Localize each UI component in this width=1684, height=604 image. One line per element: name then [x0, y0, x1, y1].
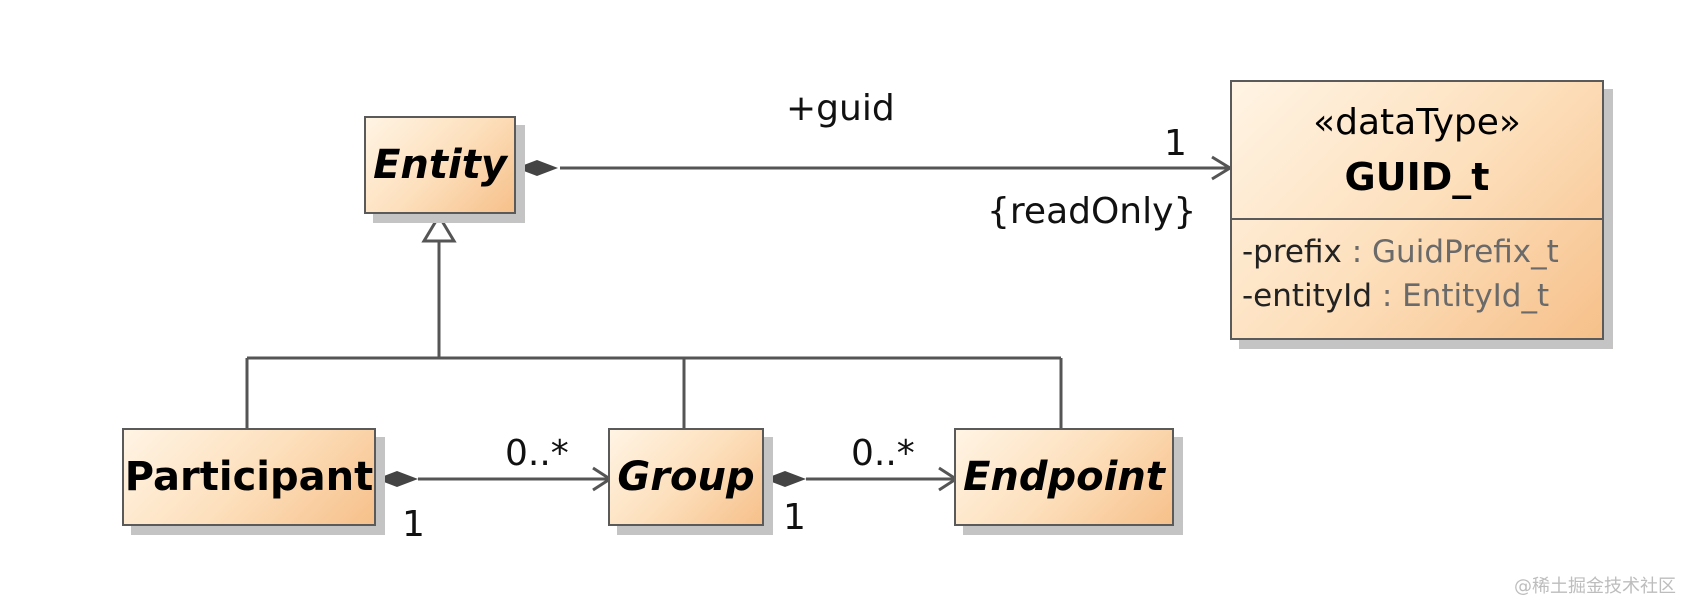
watermark: @稀土掘金技术社区 — [1514, 576, 1676, 597]
attribute-name: -entityId — [1242, 278, 1372, 314]
class-guid-t-header: «dataType» GUID_t — [1232, 82, 1602, 220]
attribute-name: -prefix — [1242, 234, 1342, 270]
class-guid-t-attributes: -prefix : GuidPrefix_t -entityId : Entit… — [1232, 220, 1602, 318]
class-guid-t-stereotype: «dataType» — [1313, 101, 1521, 143]
class-endpoint[interactable]: Endpoint — [954, 428, 1174, 526]
class-participant-name: Participant — [124, 454, 374, 500]
attribute-entity-id: -entityId : EntityId_t — [1242, 274, 1602, 318]
multiplicity-participant-group-source: 1 — [402, 504, 425, 545]
class-guid-t-name: GUID_t — [1344, 154, 1490, 199]
composition-diamond-participant — [376, 471, 418, 487]
multiplicity-participant-group-target: 0..* — [505, 433, 569, 474]
composition-diamond-entity — [516, 160, 558, 176]
generalization-triangle — [421, 213, 457, 243]
constraint-read-only: {readOnly} — [987, 191, 1197, 232]
attribute-type: : EntityId_t — [1381, 278, 1550, 314]
multiplicity-guid: 1 — [1164, 123, 1187, 164]
class-group[interactable]: Group — [608, 428, 764, 526]
multiplicity-group-endpoint-source: 1 — [783, 497, 806, 538]
class-participant[interactable]: Participant — [122, 428, 376, 526]
multiplicity-group-endpoint-target: 0..* — [851, 433, 915, 474]
class-guid-t[interactable]: «dataType» GUID_t -prefix : GuidPrefix_t… — [1230, 80, 1604, 340]
role-label-guid: +guid — [786, 88, 895, 129]
class-group-name: Group — [617, 454, 755, 500]
attribute-type: : GuidPrefix_t — [1351, 234, 1559, 270]
attribute-prefix: -prefix : GuidPrefix_t — [1242, 230, 1602, 274]
class-entity[interactable]: Entity — [364, 116, 516, 214]
composition-diamond-group — [764, 471, 806, 487]
class-endpoint-name: Endpoint — [963, 454, 1165, 500]
class-entity-name: Entity — [373, 142, 507, 188]
